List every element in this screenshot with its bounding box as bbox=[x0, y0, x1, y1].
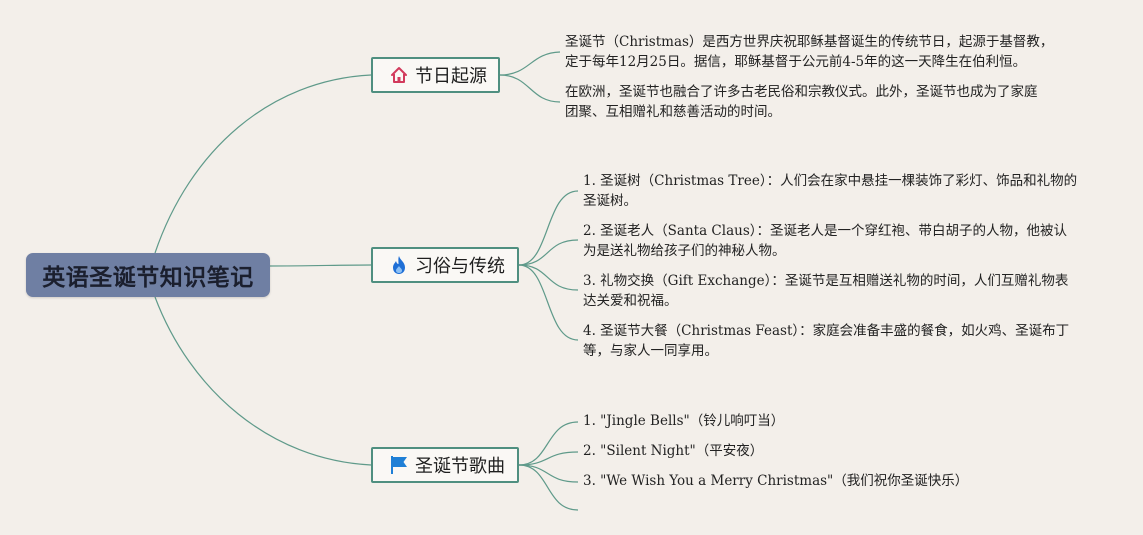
leaf-line: 等，与家人一同享用。 bbox=[583, 343, 718, 359]
leaf-origin-1: 圣诞节（Christmas）是西方世界庆祝耶稣基督诞生的传统节日，起源于基督教，… bbox=[565, 32, 1053, 72]
fire-icon bbox=[389, 255, 409, 275]
leaf-customs-4: 4. 圣诞节大餐（Christmas Feast）：家庭会准备丰盛的餐食，如火鸡… bbox=[583, 321, 1069, 361]
connector-customs-leaf-4 bbox=[518, 264, 579, 341]
flag-icon bbox=[389, 455, 409, 475]
home-icon bbox=[389, 65, 409, 85]
connector-customs-leaf-2 bbox=[518, 239, 579, 266]
leaf-line: 1. "Jingle Bells"（铃儿响叮当） bbox=[583, 413, 785, 429]
leaf-customs-3: 3. 礼物交换（Gift Exchange）：圣诞节是互相赠送礼物的时间，人们互… bbox=[583, 271, 1068, 311]
leaf-line: 圣诞节（Christmas）是西方世界庆祝耶稣基督诞生的传统节日，起源于基督教， bbox=[565, 34, 1054, 50]
leaf-songs-3: 3. "We Wish You a Merry Christmas"（我们祝你圣… bbox=[583, 471, 968, 491]
connector-origin-leaf-2 bbox=[499, 74, 561, 103]
leaf-customs-1: 1. 圣诞树（Christmas Tree）：人们会在家中悬挂一棵装饰了彩灯、饰… bbox=[583, 171, 1077, 211]
leaf-line: 4. 圣诞节大餐（Christmas Feast）：家庭会准备丰盛的餐食，如火鸡… bbox=[583, 323, 1070, 339]
leaf-line: 达关爱和祝福。 bbox=[583, 293, 678, 309]
leaf-customs-2: 2. 圣诞老人（Santa Claus）：圣诞老人是一个穿红袍、带白胡子的人物，… bbox=[583, 221, 1067, 261]
connector-root-origin bbox=[154, 74, 372, 254]
leaf-line: 在欧洲，圣诞节也融合了许多古老民俗和宗教仪式。此外，圣诞节也成为了家庭 bbox=[565, 84, 1038, 100]
connector-songs-leaf-2 bbox=[518, 451, 579, 466]
branch-songs[interactable]: 圣诞节歌曲 bbox=[371, 447, 519, 483]
leaf-origin-2: 在欧洲，圣诞节也融合了许多古老民俗和宗教仪式。此外，圣诞节也成为了家庭 团聚、互… bbox=[565, 82, 1038, 122]
leaf-line: 2. "Silent Night"（平安夜） bbox=[583, 443, 764, 459]
connector-root-customs bbox=[269, 264, 372, 267]
branch-songs-label: 圣诞节歌曲 bbox=[415, 456, 505, 477]
connector-customs-leaf-3 bbox=[518, 264, 579, 291]
leaf-line: 1. 圣诞树（Christmas Tree）：人们会在家中悬挂一棵装饰了彩灯、饰… bbox=[583, 173, 1078, 189]
leaf-line: 2. 圣诞老人（Santa Claus）：圣诞老人是一个穿红袍、带白胡子的人物，… bbox=[583, 223, 1067, 239]
leaf-line: 3. 礼物交换（Gift Exchange）：圣诞节是互相赠送礼物的时间，人们互… bbox=[583, 273, 1069, 289]
branch-customs[interactable]: 习俗与传统 bbox=[371, 247, 519, 283]
root-topic[interactable]: 英语圣诞节知识笔记 bbox=[26, 253, 270, 297]
connector-root-songs bbox=[154, 296, 372, 466]
root-topic-label: 英语圣诞节知识笔记 bbox=[42, 265, 254, 291]
branch-origin[interactable]: 节日起源 bbox=[371, 57, 500, 93]
leaf-line: 团聚、互相赠礼和慈善活动的时间。 bbox=[565, 104, 781, 120]
leaf-line: 为是送礼物给孩子们的神秘人物。 bbox=[583, 243, 786, 259]
connector-songs-leaf-4 bbox=[518, 464, 579, 511]
branch-customs-label: 习俗与传统 bbox=[415, 256, 505, 277]
leaf-line: 圣诞树。 bbox=[583, 193, 637, 209]
leaf-line: 3. "We Wish You a Merry Christmas"（我们祝你圣… bbox=[583, 473, 969, 489]
branch-origin-label: 节日起源 bbox=[415, 66, 487, 87]
connector-origin-leaf-1 bbox=[499, 51, 561, 76]
connector-songs-leaf-3 bbox=[518, 464, 579, 483]
connector-customs-leaf-1 bbox=[518, 190, 579, 266]
connector-songs-leaf-1 bbox=[518, 421, 579, 466]
leaf-songs-2: 2. "Silent Night"（平安夜） bbox=[583, 441, 763, 461]
leaf-songs-1: 1. "Jingle Bells"（铃儿响叮当） bbox=[583, 411, 784, 431]
leaf-line: 定于每年12月25日。据信，耶稣基督于公元前4-5年的这一天降生在伯利恒。 bbox=[565, 54, 1027, 70]
